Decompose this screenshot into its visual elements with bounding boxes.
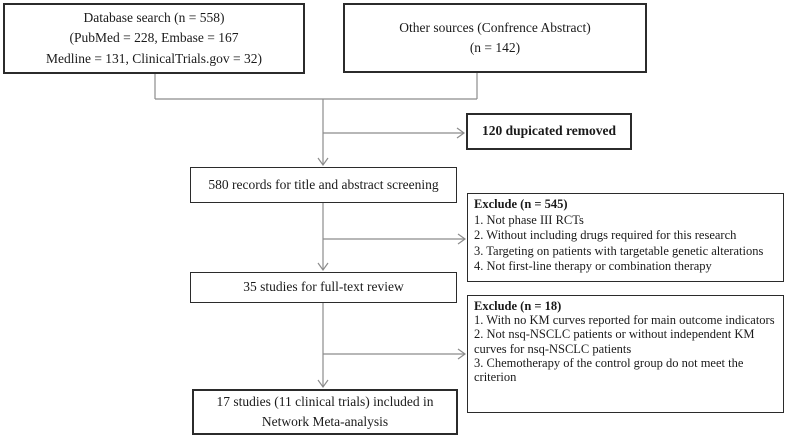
box-full-text-review: 35 studies for full-text review: [190, 272, 457, 303]
box-database-search: Database search (n = 558) (PubMed = 228,…: [3, 3, 305, 74]
exclude-545-item: 1. Not phase III RCTs: [474, 212, 584, 227]
screening-label: 580 records for title and abstract scree…: [208, 176, 439, 192]
arrowhead-fulltext: [317, 262, 329, 272]
exclude-545-item: 4. Not first-line therapy or combination…: [474, 259, 712, 273]
exclude-18-item: 3. Chemotherapy of the control group do …: [474, 355, 744, 385]
box-exclude-18: Exclude (n = 18) 1. With no KM curves re…: [467, 295, 784, 413]
arrowhead-exclude545: [457, 233, 467, 245]
box-included-studies: 17 studies (11 clinical trials) included…: [192, 389, 458, 435]
other-sources-line1: Other sources (Confrence Abstract): [399, 19, 591, 35]
arrowhead-included: [317, 379, 329, 389]
box-exclude-545: Exclude (n = 545) 1. Not phase III RCTs …: [467, 193, 784, 282]
included-line1: 17 studies (11 clinical trials) included…: [216, 394, 434, 410]
box-other-sources: Other sources (Confrence Abstract) (n = …: [343, 3, 647, 73]
box-title-abstract-screening: 580 records for title and abstract scree…: [190, 167, 457, 203]
exclude-545-item: 3. Targeting on patients with targetable…: [474, 243, 764, 258]
box-duplicates-removed: 120 dupicated removed: [466, 113, 632, 150]
arrowhead-screening: [317, 157, 329, 167]
arrowhead-duplicates: [456, 127, 466, 139]
full-text-review-label: 35 studies for full-text review: [243, 279, 404, 295]
other-sources-line2: (n = 142): [469, 40, 521, 55]
duplicates-removed-label: 120 dupicated removed: [482, 123, 616, 139]
database-search-line2: (PubMed = 228, Embase = 167: [69, 30, 239, 46]
exclude-18-header: Exclude (n = 18): [474, 299, 562, 313]
database-search-line1: Database search (n = 558): [83, 10, 225, 26]
database-search-line3: Medline = 131, ClinicalTrials.gov = 32): [45, 50, 263, 66]
exclude-18-item: 2. Not nsq-NSCLC patients or without ind…: [474, 327, 755, 356]
arrowhead-exclude18: [457, 348, 467, 360]
exclude-18-item: 1. With no KM curves reported for main o…: [474, 313, 775, 328]
exclude-545-item: 2. Without including drugs required for …: [474, 228, 737, 242]
included-line2: Network Meta-analysis: [261, 414, 389, 429]
exclude-545-header: Exclude (n = 545): [474, 197, 568, 211]
